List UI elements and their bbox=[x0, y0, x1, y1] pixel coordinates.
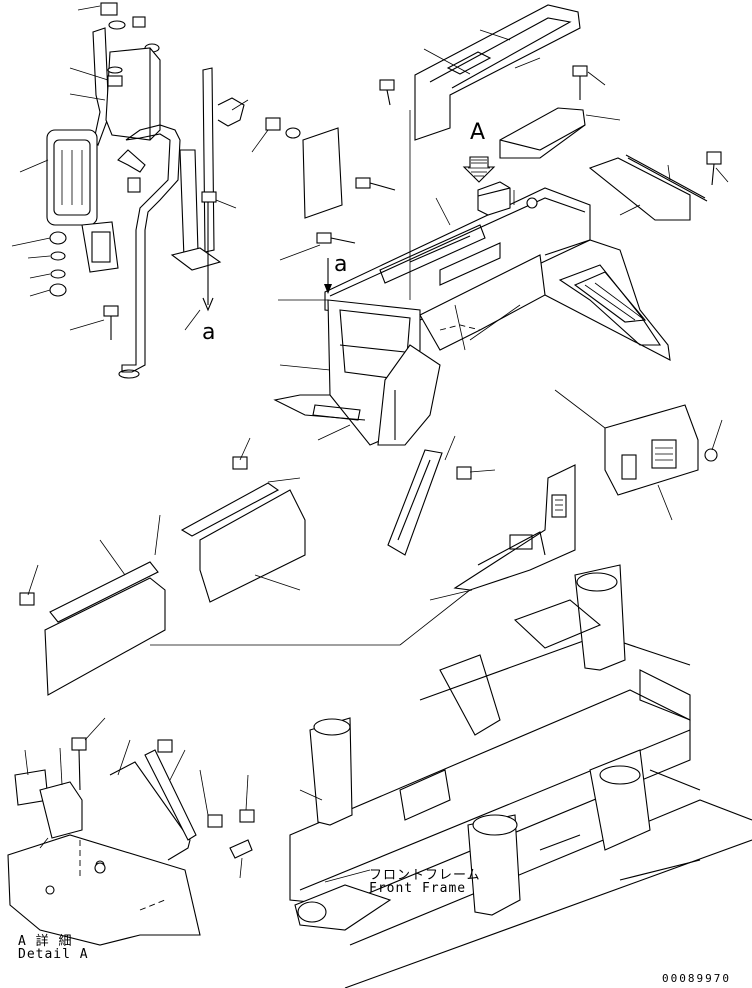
view-a-label: A bbox=[470, 120, 486, 145]
nut-2 bbox=[107, 75, 123, 87]
flat-plates bbox=[19, 456, 471, 696]
front-frame bbox=[289, 564, 752, 988]
washer-stack-2 bbox=[50, 269, 66, 279]
bolt-head-1 bbox=[100, 2, 118, 16]
top-cover-panel bbox=[414, 4, 581, 141]
angle-bracket-right bbox=[499, 107, 586, 159]
leader-lines bbox=[11, 5, 729, 879]
clip bbox=[117, 149, 146, 173]
rubber-mat bbox=[265, 117, 343, 219]
pole-assembly bbox=[170, 67, 245, 312]
washer-stack-1 bbox=[50, 251, 66, 261]
pole-base bbox=[170, 247, 222, 271]
front-frame-label-en: Front Frame bbox=[369, 881, 467, 896]
bolt-3 bbox=[103, 305, 119, 317]
washer-1 bbox=[108, 20, 126, 30]
post-right bbox=[574, 564, 626, 671]
bolt-2 bbox=[127, 177, 141, 193]
strip-2 bbox=[49, 561, 159, 623]
nut-1 bbox=[132, 16, 146, 28]
nut-stack-1 bbox=[49, 231, 67, 245]
ref-a-label-top: a bbox=[334, 252, 348, 277]
handrail bbox=[118, 124, 181, 379]
component-box bbox=[477, 181, 538, 216]
plate-2 bbox=[44, 577, 166, 696]
detail-a-label-en: Detail A bbox=[18, 947, 89, 962]
detail-a bbox=[7, 737, 255, 946]
side-plates bbox=[387, 389, 699, 601]
detail-bracket bbox=[39, 781, 83, 839]
main-step-frame bbox=[273, 110, 671, 446]
bracket-plate bbox=[105, 47, 161, 141]
drawing-number: 00089970 bbox=[662, 972, 731, 985]
detail-a-label-jp: A 詳 細 bbox=[18, 934, 73, 949]
down-arrow-icon bbox=[324, 258, 332, 294]
nut-stack-2 bbox=[49, 283, 67, 297]
plate-1 bbox=[199, 489, 306, 603]
ref-a-label-bottom: a bbox=[202, 320, 216, 345]
lamp-lens bbox=[81, 221, 119, 273]
post-left bbox=[309, 717, 353, 826]
bolts-top-right bbox=[316, 65, 722, 480]
hatched-arrow-icon bbox=[462, 156, 496, 183]
rod-and-sheet bbox=[588, 154, 708, 221]
detail-base-plate bbox=[7, 834, 201, 946]
strip-1 bbox=[180, 482, 280, 537]
lamp-bracket-assembly bbox=[46, 2, 161, 340]
front-frame-label-jp: フロントフレーム bbox=[369, 868, 481, 883]
